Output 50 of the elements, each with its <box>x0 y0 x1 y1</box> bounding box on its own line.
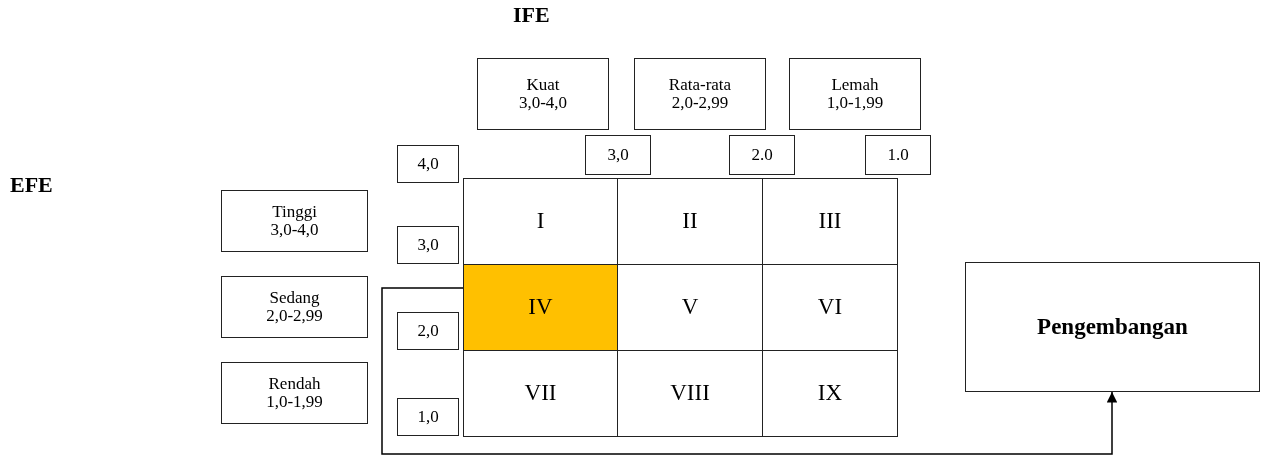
score-label: 1,0 <box>417 408 439 426</box>
range-label: 3,0-4,0 <box>270 221 319 239</box>
cell-label: III <box>818 209 842 234</box>
range-label: 3,0-4,0 <box>518 94 568 112</box>
cell-label: V <box>681 295 699 320</box>
category-box <box>789 58 921 130</box>
strategy-label: Pengembangan <box>1037 314 1188 340</box>
matrix-cell <box>463 350 618 437</box>
category-box <box>634 58 766 130</box>
axis-title: IFE <box>513 2 550 28</box>
cell-label: VI <box>817 295 843 320</box>
score-label: 3,0 <box>417 236 439 254</box>
category-box <box>221 276 368 338</box>
cell-label: IV <box>528 295 553 320</box>
cell-label: VIII <box>670 381 710 406</box>
arrow <box>381 287 1118 455</box>
score-box <box>397 312 459 350</box>
range-label: 2,0-2,99 <box>671 94 729 112</box>
score-box <box>397 398 459 436</box>
category-label: Rendah <box>268 375 321 393</box>
score-label: 3,0 <box>607 146 629 164</box>
category-box <box>221 362 368 424</box>
score-box <box>397 226 459 264</box>
score-label: 1.0 <box>887 146 909 164</box>
score-box <box>729 135 795 175</box>
cell-label: I <box>536 209 545 234</box>
score-box <box>585 135 651 175</box>
score-label: 2,0 <box>417 322 439 340</box>
category-label: Tinggi <box>272 203 317 221</box>
cell-label: II <box>682 209 698 234</box>
category-label: Kuat <box>526 76 560 94</box>
highlighted-matrix-cell <box>463 264 618 351</box>
category-label: Sedang <box>269 289 320 307</box>
score-label: 2.0 <box>751 146 773 164</box>
matrix-cell <box>762 178 898 265</box>
category-box <box>221 190 368 252</box>
range-label: 2,0-2,99 <box>266 307 323 325</box>
category-label: Rata-rata <box>668 76 732 94</box>
cell-label: IX <box>817 381 843 406</box>
cell-label: VII <box>524 381 557 406</box>
axis-title: EFE <box>10 172 53 198</box>
category-box <box>477 58 609 130</box>
range-label: 1,0-1,99 <box>266 393 323 411</box>
matrix-cell <box>762 350 898 437</box>
strategy-box <box>965 262 1260 392</box>
range-label: 1,0-1,99 <box>826 94 884 112</box>
score-label: 4,0 <box>417 155 439 173</box>
score-box <box>397 145 459 183</box>
score-box <box>865 135 931 175</box>
category-label: Lemah <box>831 76 879 94</box>
